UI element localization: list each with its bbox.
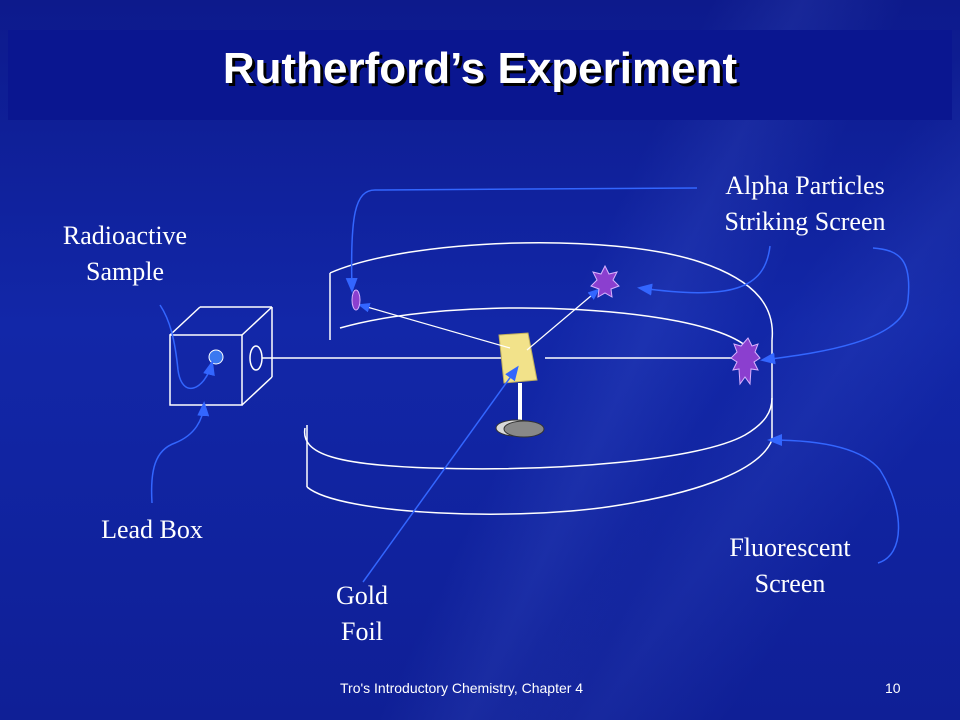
fluorescent-screen-band <box>303 241 774 515</box>
radioactive-sample-dot <box>208 349 224 365</box>
strike-flash-center <box>730 337 761 386</box>
slide-title: Rutherford’s Experiment <box>222 44 738 93</box>
deflected-path-right <box>526 288 600 351</box>
label-alpha-particles: Alpha Particles Striking Screen <box>724 171 886 236</box>
gold-foil-sheet <box>498 332 538 384</box>
foil-stand-base <box>503 420 545 438</box>
pointer-lead-box <box>150 401 210 504</box>
page-number: 10 <box>885 680 901 696</box>
pointer-fluorescent-screen <box>767 434 900 564</box>
pointer-alpha-center <box>637 245 771 296</box>
pointer-gold-foil <box>362 365 519 583</box>
pointer-alpha-left <box>345 187 698 293</box>
pointer-radioactive-sample <box>159 304 215 390</box>
strike-flash-top <box>590 264 620 298</box>
label-fluorescent-screen: Fluorescent Screen <box>729 533 851 598</box>
label-lead-box: Lead Box <box>101 515 203 544</box>
lead-box <box>169 306 273 406</box>
pointer-alpha-right <box>760 247 910 365</box>
slide-footer: Tro's Introductory Chemistry, Chapter 4 <box>340 680 584 696</box>
screen-top-arc <box>329 241 774 341</box>
screen-inner-arc <box>339 307 751 351</box>
screen-bottom-arc <box>306 439 773 515</box>
label-gold-foil: Gold Foil <box>336 581 388 646</box>
deflected-path-up <box>357 303 511 349</box>
box-aperture <box>249 345 263 371</box>
label-radioactive-sample: Radioactive Sample <box>62 221 188 286</box>
title-band <box>8 30 952 120</box>
screen-bottom-arc-upper <box>303 397 773 470</box>
strike-flash-left <box>351 289 361 311</box>
